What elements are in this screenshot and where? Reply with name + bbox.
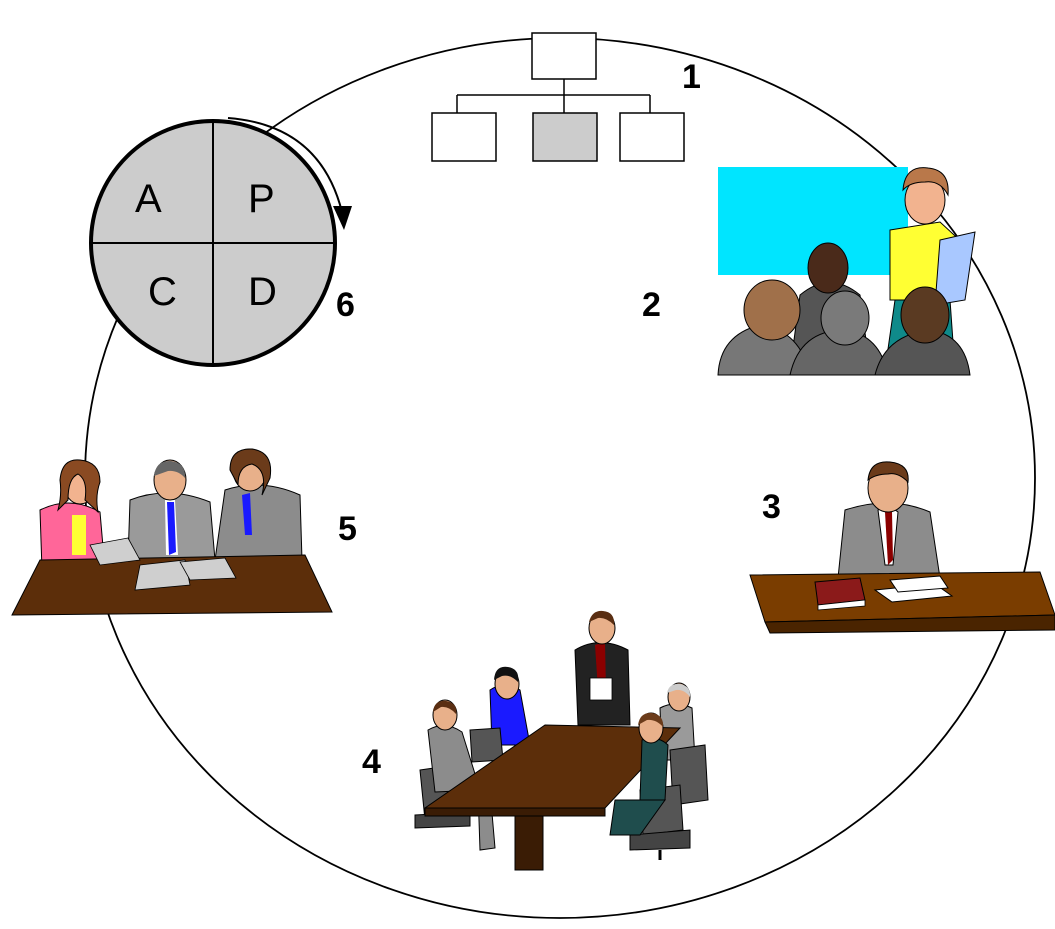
step-number: 3 — [762, 488, 781, 526]
step-3-desk: 3 — [749, 461, 1055, 634]
presentation-scene-icon — [717, 167, 976, 376]
step-2-presentation: 2 — [642, 167, 976, 376]
pdca-cycle-icon: A P C D — [89, 117, 352, 367]
board-meeting-icon — [414, 610, 709, 871]
cycle-arrow-icon — [227, 117, 343, 213]
step-4-meeting: 4 — [362, 610, 709, 871]
step-number: 4 — [362, 743, 381, 781]
step-number: 2 — [642, 286, 661, 324]
arrowhead-icon — [333, 206, 352, 230]
step-number: 1 — [682, 58, 701, 96]
handshake-meeting-icon — [11, 448, 333, 616]
pdca-plan-label: P — [248, 177, 275, 221]
org-chart-icon — [431, 32, 685, 162]
step-number: 6 — [336, 286, 355, 324]
pdca-check-label: C — [148, 270, 177, 314]
step-number: 5 — [338, 510, 357, 548]
step-5-agreement: 5 — [11, 448, 357, 616]
pdca-do-label: D — [248, 270, 277, 314]
step-1-org-chart: 1 — [431, 32, 701, 162]
man-at-desk-icon — [749, 461, 1055, 634]
pdca-act-label: A — [135, 177, 162, 221]
step-6-pdca: A P C D 6 — [89, 117, 355, 367]
